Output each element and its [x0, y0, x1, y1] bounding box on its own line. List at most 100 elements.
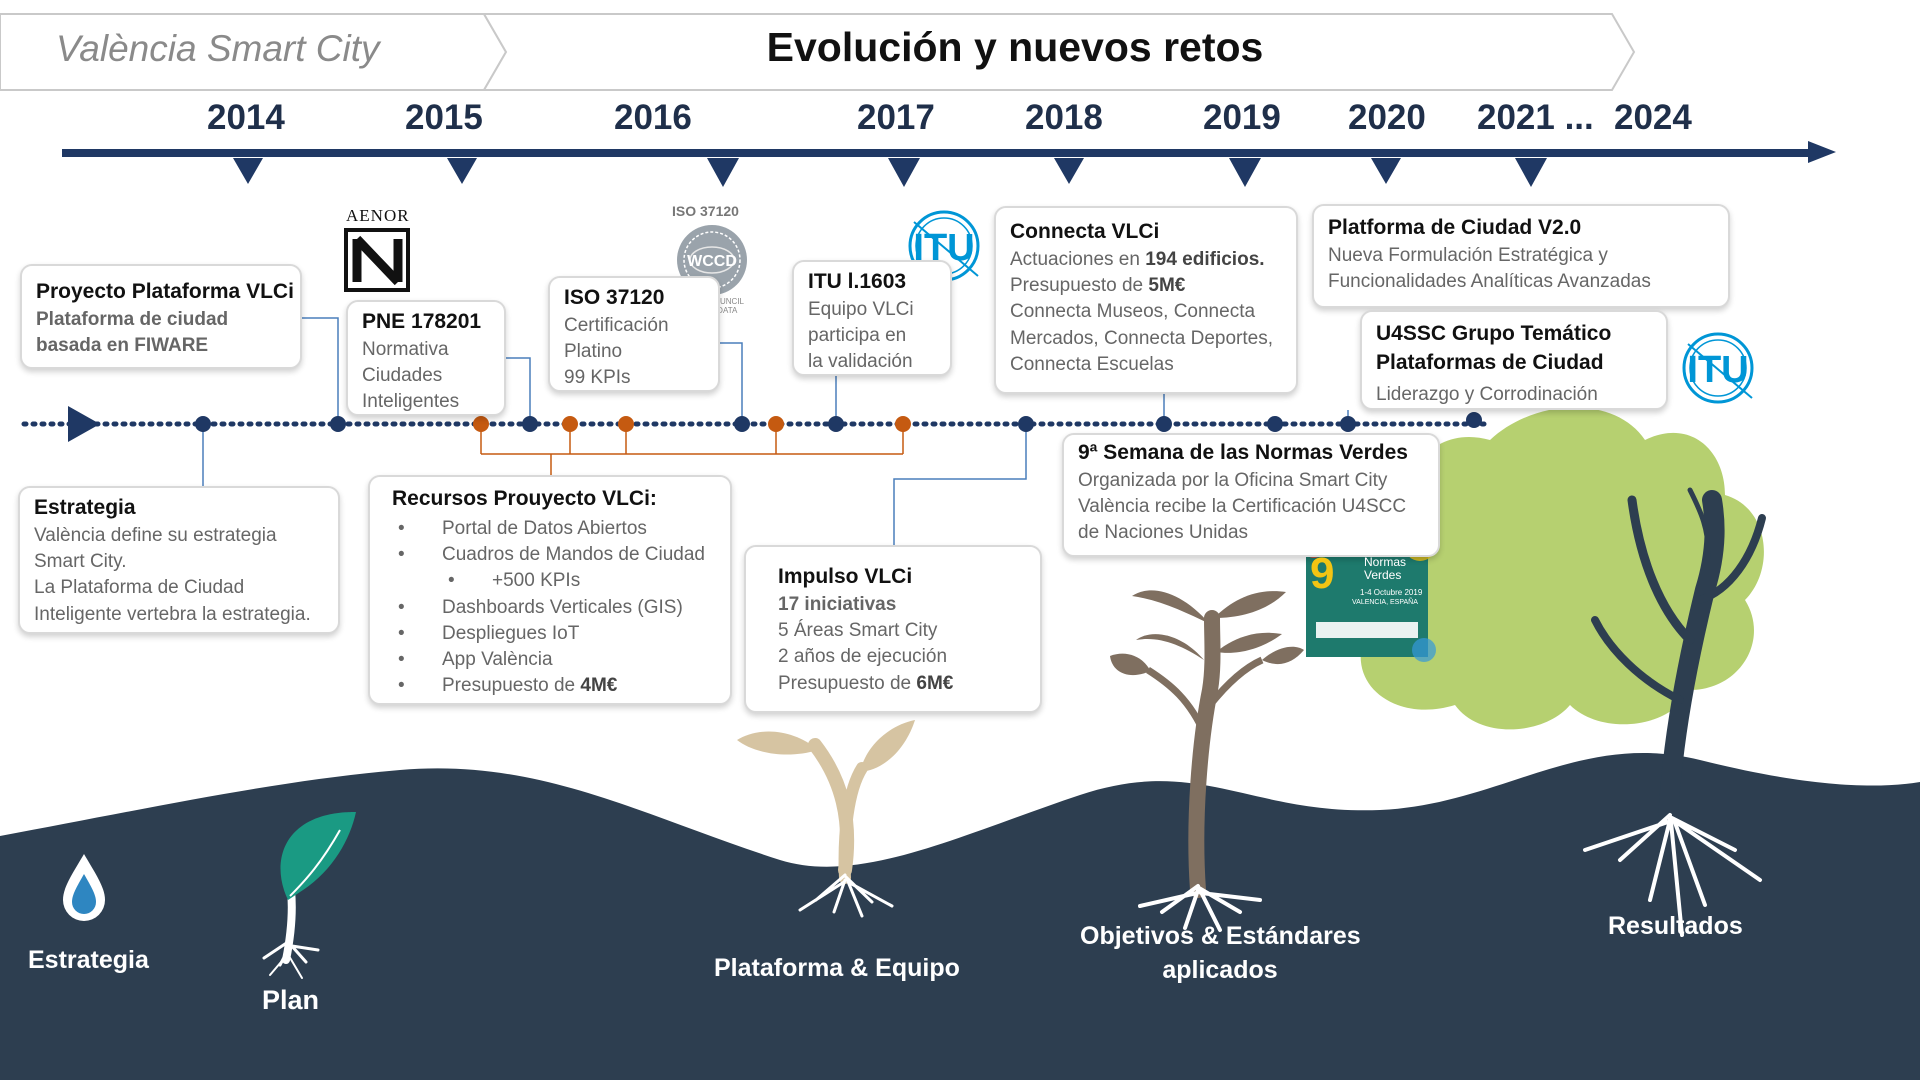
header-chevron-main	[482, 13, 1636, 91]
poster-number: 9	[1310, 549, 1335, 598]
card-line: la validación	[808, 351, 913, 373]
ground-label-plataforma: Plataforma & Equipo	[714, 954, 960, 982]
card-plataforma-vlci: Proyecto Plataforma VLCi Plataforma de c…	[20, 264, 302, 369]
poster-dates: 1-4 Octubre 2019	[1360, 588, 1423, 597]
card-iso: ISO 37120 Certificación Platino 99 KPIs	[548, 276, 720, 392]
card-line: Plataforma de ciudad	[36, 308, 229, 330]
poster-title: Normas Verdes	[1364, 555, 1407, 583]
year-label-2014: 2014	[207, 98, 285, 137]
aenor-logo-icon	[344, 228, 410, 292]
card-line: Platino	[564, 341, 623, 363]
sprout-icon	[262, 812, 356, 979]
drop-icon	[63, 854, 105, 921]
year-label-2015: 2015	[405, 98, 483, 137]
plant-icon	[1110, 590, 1304, 932]
year-marker-2016	[707, 158, 739, 187]
card-line: Certificación	[564, 314, 669, 336]
ground-label-objetivos: Objetivos & Estándares aplicados	[1080, 922, 1361, 984]
card-line: Liderazgo y Corrodinación	[1376, 383, 1598, 405]
iso-badge-label: ISO 37120	[672, 203, 739, 219]
ground-label-resultados: Resultados	[1608, 912, 1743, 940]
card-line: Mercados, Connecta Deportes,	[1010, 327, 1273, 349]
card-impulso: Impulso VLCi 17 iniciativas 5 Áreas Smar…	[744, 545, 1042, 713]
poster-city: VALENCIA, ESPAÑA	[1352, 599, 1418, 606]
milestone-start-arrow	[68, 406, 100, 442]
year-axis-arrowhead	[1808, 141, 1836, 163]
year-marker-2018	[1054, 158, 1084, 184]
card-line: participa en	[808, 325, 907, 347]
card-line: 99 KPIs	[564, 367, 631, 389]
year-markers	[233, 158, 1547, 187]
card-line: Connecta Museos, Connecta	[1010, 301, 1256, 323]
year-label-2021: 2021 ...	[1477, 98, 1594, 137]
card-title: Platforma de Ciudad V2.0	[1328, 216, 1582, 239]
card-line: 17 iniciativas	[778, 593, 897, 615]
year-marker-2019	[1229, 158, 1261, 187]
card-line: 2 años de ejecución	[778, 646, 948, 668]
recursos-item: Dashboards Verticales (GIS)	[392, 595, 716, 621]
ground-label-estrategia: Estrategia	[28, 946, 149, 974]
card-line: Presupuesto de 6M€	[778, 672, 954, 694]
card-line: Smart City.	[34, 551, 127, 573]
card-title: Estrategia	[34, 496, 136, 519]
seedling-icon	[737, 720, 915, 918]
itu-logo-icon-2021: ITU	[1682, 332, 1754, 404]
card-line: Equipo VLCi	[808, 298, 914, 320]
year-marker-2021	[1515, 158, 1547, 187]
recursos-item: Cuadros de Mandos de Ciudad	[392, 542, 716, 568]
card-line: Ciudades	[362, 365, 443, 387]
year-label-2016: 2016	[614, 98, 692, 137]
card-line: basada en FIWARE	[36, 335, 209, 357]
card-title: ISO 37120	[564, 286, 665, 309]
card-line: de Naciones Unidas	[1078, 522, 1249, 544]
card-estrategia: Estrategia València define su estrategia…	[18, 486, 340, 634]
ground-hills	[0, 752, 1920, 1080]
recursos-item: Despliegues IoT	[392, 621, 716, 647]
card-title: Proyecto Plataforma VLCi	[36, 280, 294, 303]
card-plataforma-v2: Platforma de Ciudad V2.0 Nueva Formulaci…	[1312, 204, 1730, 308]
card-title: PNE 178201	[362, 310, 482, 333]
card-line: Inteligente vertebra la estrategia.	[34, 603, 311, 625]
recursos-list: Portal de Datos Abiertos Cuadros de Mand…	[392, 516, 716, 700]
year-marker-2017	[888, 158, 920, 187]
card-title: Recursos Prouyecto VLCi:	[392, 487, 657, 510]
card-u4ssc: U4SSC Grupo Temático Plataformas de Ciud…	[1360, 310, 1668, 410]
card-line: València recibe la Certificación U4SCC	[1078, 496, 1407, 518]
card-line: Normativa	[362, 338, 449, 360]
recursos-item: Portal de Datos Abiertos	[392, 516, 716, 542]
card-itu: ITU l.1603 Equipo VLCi participa en la v…	[792, 260, 952, 376]
card-line: La Plataforma de Ciudad	[34, 577, 245, 599]
card-title: 9ª Semana de las Normas Verdes	[1078, 441, 1408, 464]
year-label-2020: 2020	[1348, 98, 1426, 137]
card-line: València define su estrategia	[34, 524, 277, 546]
recursos-item: Presupuesto de 4M€	[392, 673, 716, 699]
card-title: Plataformas de Ciudad	[1376, 350, 1604, 374]
card-line: Inteligentes	[362, 391, 460, 413]
recursos-item: App València	[392, 647, 716, 673]
year-label-2018: 2018	[1025, 98, 1103, 137]
aenor-logo-label: AENOR	[346, 206, 410, 225]
card-connecta: Connecta VLCi Actuaciones en 194 edifici…	[994, 206, 1298, 394]
card-line: Presupuesto de 5M€	[1010, 275, 1186, 297]
year-marker-2015	[447, 158, 477, 184]
card-line: Connecta Escuelas	[1010, 353, 1174, 375]
card-line: Actuaciones en 194 edificios.	[1010, 248, 1265, 270]
milestone-dots	[195, 412, 1482, 432]
card-title: Impulso VLCi	[778, 565, 913, 588]
recursos-item-continuation: +500 KPIs	[392, 568, 716, 594]
year-label-2017: 2017	[857, 98, 935, 137]
header-title: Evolución y nuevos retos	[766, 24, 1264, 70]
year-marker-2020	[1371, 158, 1401, 184]
svg-text:WCCD: WCCD	[687, 253, 737, 270]
card-title: U4SSC Grupo Temático	[1376, 322, 1612, 345]
card-recursos: Recursos Prouyecto VLCi: Portal de Datos…	[368, 475, 732, 705]
card-title: Connecta VLCi	[1010, 220, 1160, 243]
card-line: 5 Áreas Smart City	[778, 620, 938, 642]
card-line: Nueva Formulación Estratégica y	[1328, 244, 1608, 266]
ground-label-plan: Plan	[262, 985, 320, 1015]
year-label-2019: 2019	[1203, 98, 1281, 137]
card-line: Organizada por la Oficina Smart City	[1078, 469, 1388, 491]
card-pne: PNE 178201 Normativa Ciudades Inteligent…	[346, 300, 506, 416]
